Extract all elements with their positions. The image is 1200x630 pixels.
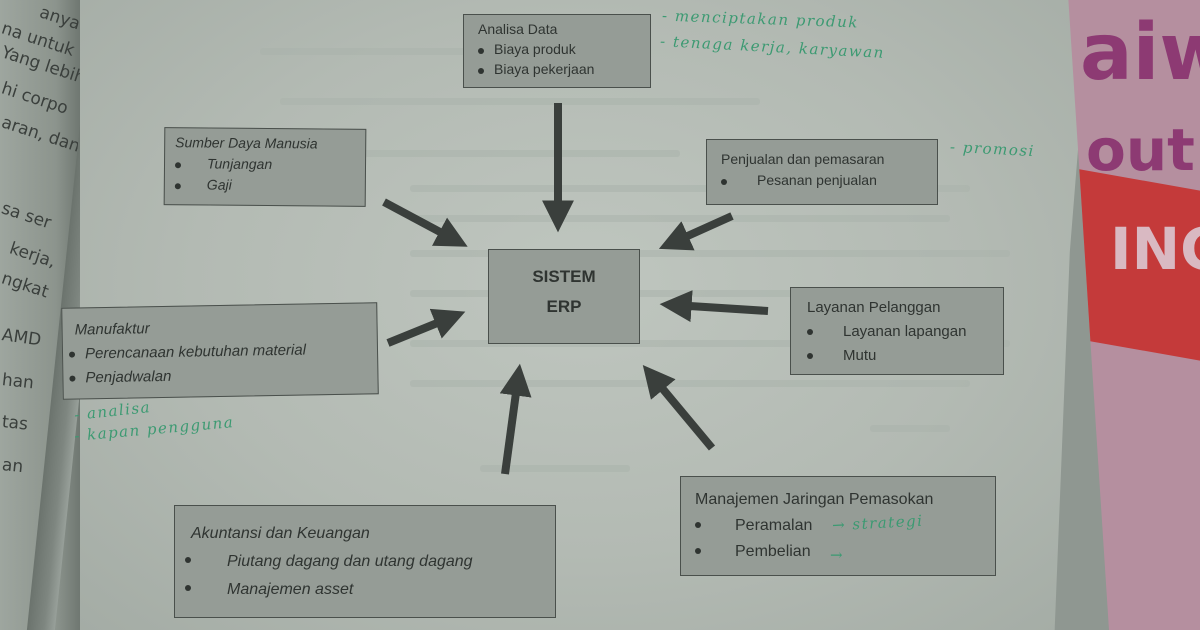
module-item: Layanan lapangan: [807, 320, 987, 344]
module-item: Manajemen asset: [185, 576, 545, 604]
module-box-penjualan-pemasaran: Penjualan dan pemasaran Pesanan penjuala…: [706, 139, 938, 205]
module-item-label: Peramalan: [735, 517, 813, 534]
faint-text-line: [280, 98, 760, 105]
faint-text-line: [410, 215, 950, 222]
module-box-analisa-data: Analisa Data Biaya produk Biaya pekerjaa…: [463, 14, 651, 88]
module-item: Penjadwalan: [69, 361, 371, 390]
module-item: Pembelian: [695, 539, 981, 565]
module-item: Mutu: [807, 344, 987, 368]
arrow-from-manajemen-jaringan-pemasokan: [642, 364, 716, 451]
center-label-line1: SISTEM: [532, 267, 596, 286]
center-box-sistem-erp: SISTEM ERP: [488, 249, 640, 344]
faint-text-line: [870, 425, 950, 432]
module-item: Piutang dagang dan utang dagang: [185, 548, 545, 576]
faint-text-line: [410, 380, 970, 387]
faint-text-line: [410, 185, 970, 192]
module-item: Pesanan penjualan: [721, 170, 923, 191]
faint-text-line: [410, 340, 1010, 347]
module-item: Gaji: [175, 174, 355, 197]
module-item: Tunjangan: [175, 153, 355, 176]
arrow-from-manufaktur: [386, 308, 466, 347]
module-title: Akuntansi dan Keuangan: [191, 525, 370, 542]
module-box-sumber-daya-manusia: Sumber Daya Manusia Tunjangan Gaji: [163, 127, 367, 207]
arrow-from-akuntansi-keuangan: [499, 363, 532, 475]
module-box-layanan-pelanggan: Layanan Pelanggan Layanan lapangan Mutu: [790, 287, 1004, 375]
module-title: Sumber Daya Manusia: [175, 134, 318, 152]
faint-text-line: [480, 465, 630, 472]
module-title: Layanan Pelanggan: [807, 299, 941, 316]
book-cover: aiw out ING: [1068, 0, 1200, 630]
module-box-akuntansi-keuangan: Akuntansi dan Keuangan Piutang dagang da…: [174, 505, 556, 618]
cover-title-text: aiw: [1080, 8, 1200, 98]
arrow-from-layanan-pelanggan: [659, 290, 769, 323]
arrow-from-sumber-daya-manusia: [382, 198, 468, 247]
handwritten-note: →: [830, 546, 845, 564]
module-item: Biaya pekerjaan: [478, 59, 636, 79]
faint-text-line: [280, 150, 680, 157]
cover-title-text: ING: [1110, 215, 1200, 283]
arrow-from-penjualan-pemasaran: [658, 212, 734, 251]
module-box-manufaktur: Manufaktur Perencanaan kebutuhan materia…: [61, 302, 379, 400]
module-box-manajemen-jaringan-pemasokan: Manajemen Jaringan Pemasokan Peramalan P…: [680, 476, 996, 576]
module-title: Penjualan dan pemasaran: [721, 151, 885, 167]
module-item-label: Pembelian: [735, 543, 811, 560]
faint-text-line: [260, 48, 620, 55]
module-title: Manajemen Jaringan Pemasokan: [695, 491, 934, 508]
center-label-line2: ERP: [546, 297, 582, 316]
module-item: Biaya produk: [478, 39, 636, 59]
module-title: Analisa Data: [478, 21, 558, 37]
module-item: Peramalan: [695, 513, 981, 539]
cover-title-text: out: [1086, 116, 1195, 184]
faint-text-line: [410, 250, 1010, 257]
